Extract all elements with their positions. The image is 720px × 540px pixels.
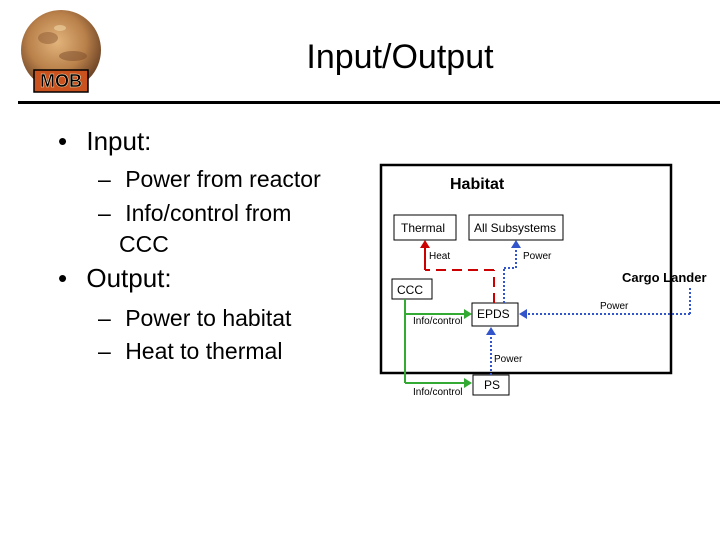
title-divider <box>18 101 720 104</box>
power-connector-subsystems <box>503 240 521 303</box>
sub-bullet-output-2: – Heat to thermal <box>98 338 283 364</box>
cargo-lander-label: Cargo Lander <box>622 270 707 285</box>
power-label-cargo: Power <box>600 301 629 312</box>
info-control-connector <box>404 299 472 388</box>
slide-title: Input/Output <box>306 38 494 76</box>
power-label-ps: Power <box>494 354 523 365</box>
heat-label: Heat <box>429 251 451 262</box>
sub-bullet-output-1: – Power to habitat <box>98 305 292 331</box>
power-connector-ps <box>486 327 496 375</box>
bullet-input: • Input: <box>58 126 152 156</box>
bullet-output: • Output: <box>58 263 172 293</box>
thermal-label: Thermal <box>401 221 446 235</box>
sub-bullet-input-1: – Power from reactor <box>98 166 321 192</box>
info-control-label-ps: Info/control <box>413 387 463 398</box>
sub-bullet-input-2: – Info/control from <box>98 200 292 226</box>
habitat-box <box>379 163 673 375</box>
logo-text: MOB <box>40 71 82 91</box>
all-subsystems-label: All Subsystems <box>474 221 557 235</box>
heat-connector <box>420 240 495 303</box>
ps-label: PS <box>484 378 501 392</box>
ccc-label: CCC <box>397 283 423 297</box>
thermal-box <box>393 214 457 241</box>
power-label-subsystems: Power <box>523 251 552 262</box>
all-subsystems-box <box>468 214 564 241</box>
bullet-output-label: Output: <box>86 263 172 293</box>
info-control-label-epds: Info/control <box>413 316 463 327</box>
sub-bullet-input-2-cont: CCC <box>119 231 169 257</box>
power-connector-cargo <box>519 288 691 319</box>
ccc-box <box>391 278 433 300</box>
mars-logo: MOB <box>21 10 101 93</box>
habitat-title: Habitat <box>450 176 505 193</box>
epds-label: EPDS <box>477 307 510 321</box>
bullet-input-label: Input: <box>86 126 152 156</box>
